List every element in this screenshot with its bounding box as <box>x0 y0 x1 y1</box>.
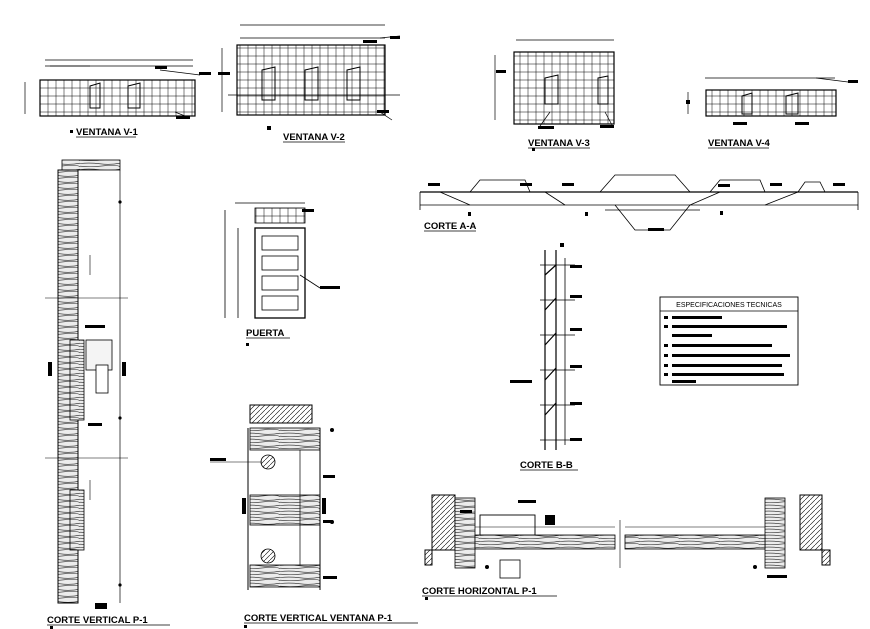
window-v3-tags <box>496 70 614 151</box>
section-a-a <box>419 174 859 231</box>
window-v3-title: VENTANA V-3 <box>528 138 590 149</box>
vertical-section-p1-title: CORTE VERTICAL P-1 <box>47 615 148 626</box>
horizontal-section-p1-tags <box>425 500 787 600</box>
window-v4-title: VENTANA V-4 <box>708 138 770 149</box>
window-v2-elevation <box>221 24 401 121</box>
vertical-section-window-p1-tags <box>210 428 337 628</box>
vertical-section-window-p1 <box>210 404 321 590</box>
door-tags <box>246 209 340 346</box>
vertical-section-window-p1-title: CORTE VERTICAL VENTANA P-1 <box>244 613 393 624</box>
section-a-a-tags <box>428 183 845 231</box>
technical-specs-box: ESPECIFICACIONES TECNICAS <box>659 296 799 386</box>
window-v1-tags <box>70 66 211 133</box>
window-v2-title: VENTANA V-2 <box>283 132 345 143</box>
horizontal-section-p1-title: CORTE HORIZONTAL P-1 <box>422 586 537 597</box>
section-b-b-title: CORTE B-B <box>520 460 573 471</box>
door-elevation <box>224 202 321 319</box>
vertical-section-p1-tags <box>48 200 126 629</box>
window-v2-tags <box>218 36 400 130</box>
technical-specs-title: ESPECIFICACIONES TECNICAS <box>676 302 782 309</box>
technical-specs-lines <box>664 316 790 383</box>
vertical-section-p1 <box>45 159 128 604</box>
window-v4-elevation <box>687 77 849 117</box>
section-a-a-title: CORTE A-A <box>424 221 477 232</box>
window-v1-elevation <box>24 59 201 119</box>
section-b-b <box>540 250 575 450</box>
door-title: PUERTA <box>246 328 284 339</box>
window-v3-elevation <box>494 39 615 127</box>
window-v1-title: VENTANA V-1 <box>76 127 138 138</box>
window-v4-tags <box>686 80 858 125</box>
section-b-b-tags <box>510 243 582 441</box>
horizontal-section-p1 <box>424 494 831 579</box>
